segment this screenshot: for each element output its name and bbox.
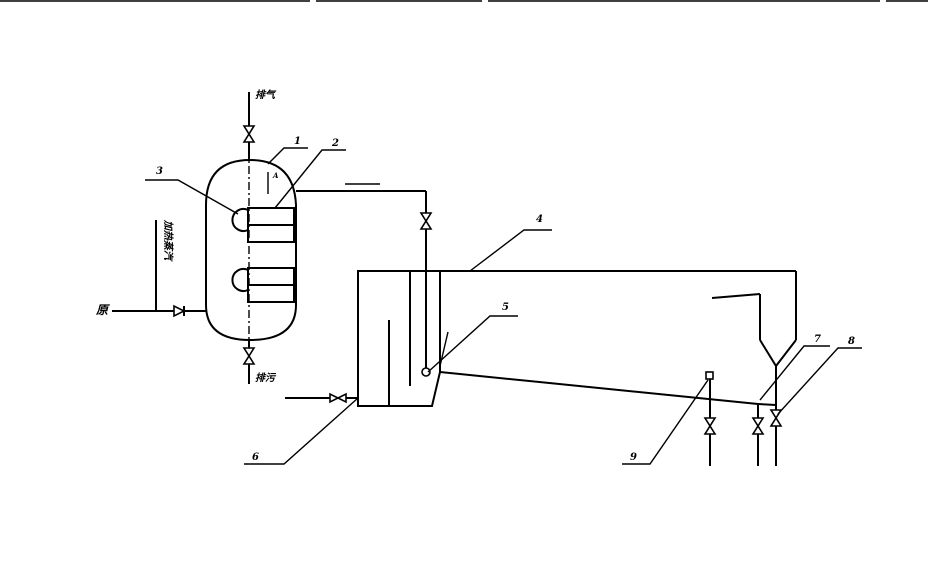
callout-8: 8 — [848, 336, 855, 347]
drain-valve-bottom — [242, 354, 256, 365]
outlet-7-valve-top — [751, 417, 765, 428]
steam-inlet: 加热蒸汽 原 — [95, 219, 206, 318]
left-inlet-label: 原 — [95, 303, 110, 317]
bottom-pipe-label: 排污 — [255, 372, 277, 384]
outlet-9-valve-bottom — [703, 424, 717, 435]
left-vertical-label: 加热蒸汽 — [162, 219, 174, 262]
callout-2: 2 — [331, 138, 339, 149]
tank-inlet-valve — [336, 392, 347, 404]
svg-text:A: A — [272, 171, 279, 180]
inlet-valve — [173, 304, 186, 318]
outlet-8 — [769, 405, 783, 466]
outlet-7 — [751, 404, 765, 466]
separator — [711, 293, 777, 406]
vessel: A — [205, 150, 297, 350]
callout-5: 5 — [502, 302, 509, 313]
callouts: 1 2 3 4 5 6 7 8 9 — [145, 136, 862, 465]
vent-valve-top — [242, 125, 256, 136]
transfer-valve-bottom — [419, 219, 433, 230]
return-line — [439, 371, 759, 405]
outlet-9-valve-top — [703, 417, 717, 428]
callout-1: 1 — [294, 136, 301, 147]
lower-coil — [231, 268, 249, 292]
callout-6: 6 — [252, 452, 259, 463]
callout-3: 3 — [156, 166, 163, 177]
callout-4: 4 — [536, 214, 543, 225]
top-pipe-label: 排气 — [255, 89, 277, 101]
drain-pipe: 排污 — [242, 340, 277, 384]
overhead-line — [358, 270, 797, 367]
nozzle — [421, 367, 431, 377]
drain-valve-top — [242, 347, 256, 358]
tank-inlet-arrow — [329, 392, 340, 404]
outlet-7-valve-bottom — [751, 424, 765, 435]
outlet-8-valve-bottom — [769, 416, 783, 427]
tank — [285, 270, 441, 407]
transfer-line — [296, 183, 433, 377]
callout-7: 7 — [814, 334, 821, 345]
callout-9: 9 — [630, 452, 637, 463]
outlet-9 — [703, 371, 717, 466]
sensor-9 — [705, 371, 714, 380]
upper-coil — [231, 208, 249, 232]
transfer-valve-top — [419, 212, 433, 223]
vent-valve-bottom — [242, 132, 256, 143]
vent-pipe: 排气 — [242, 89, 277, 160]
